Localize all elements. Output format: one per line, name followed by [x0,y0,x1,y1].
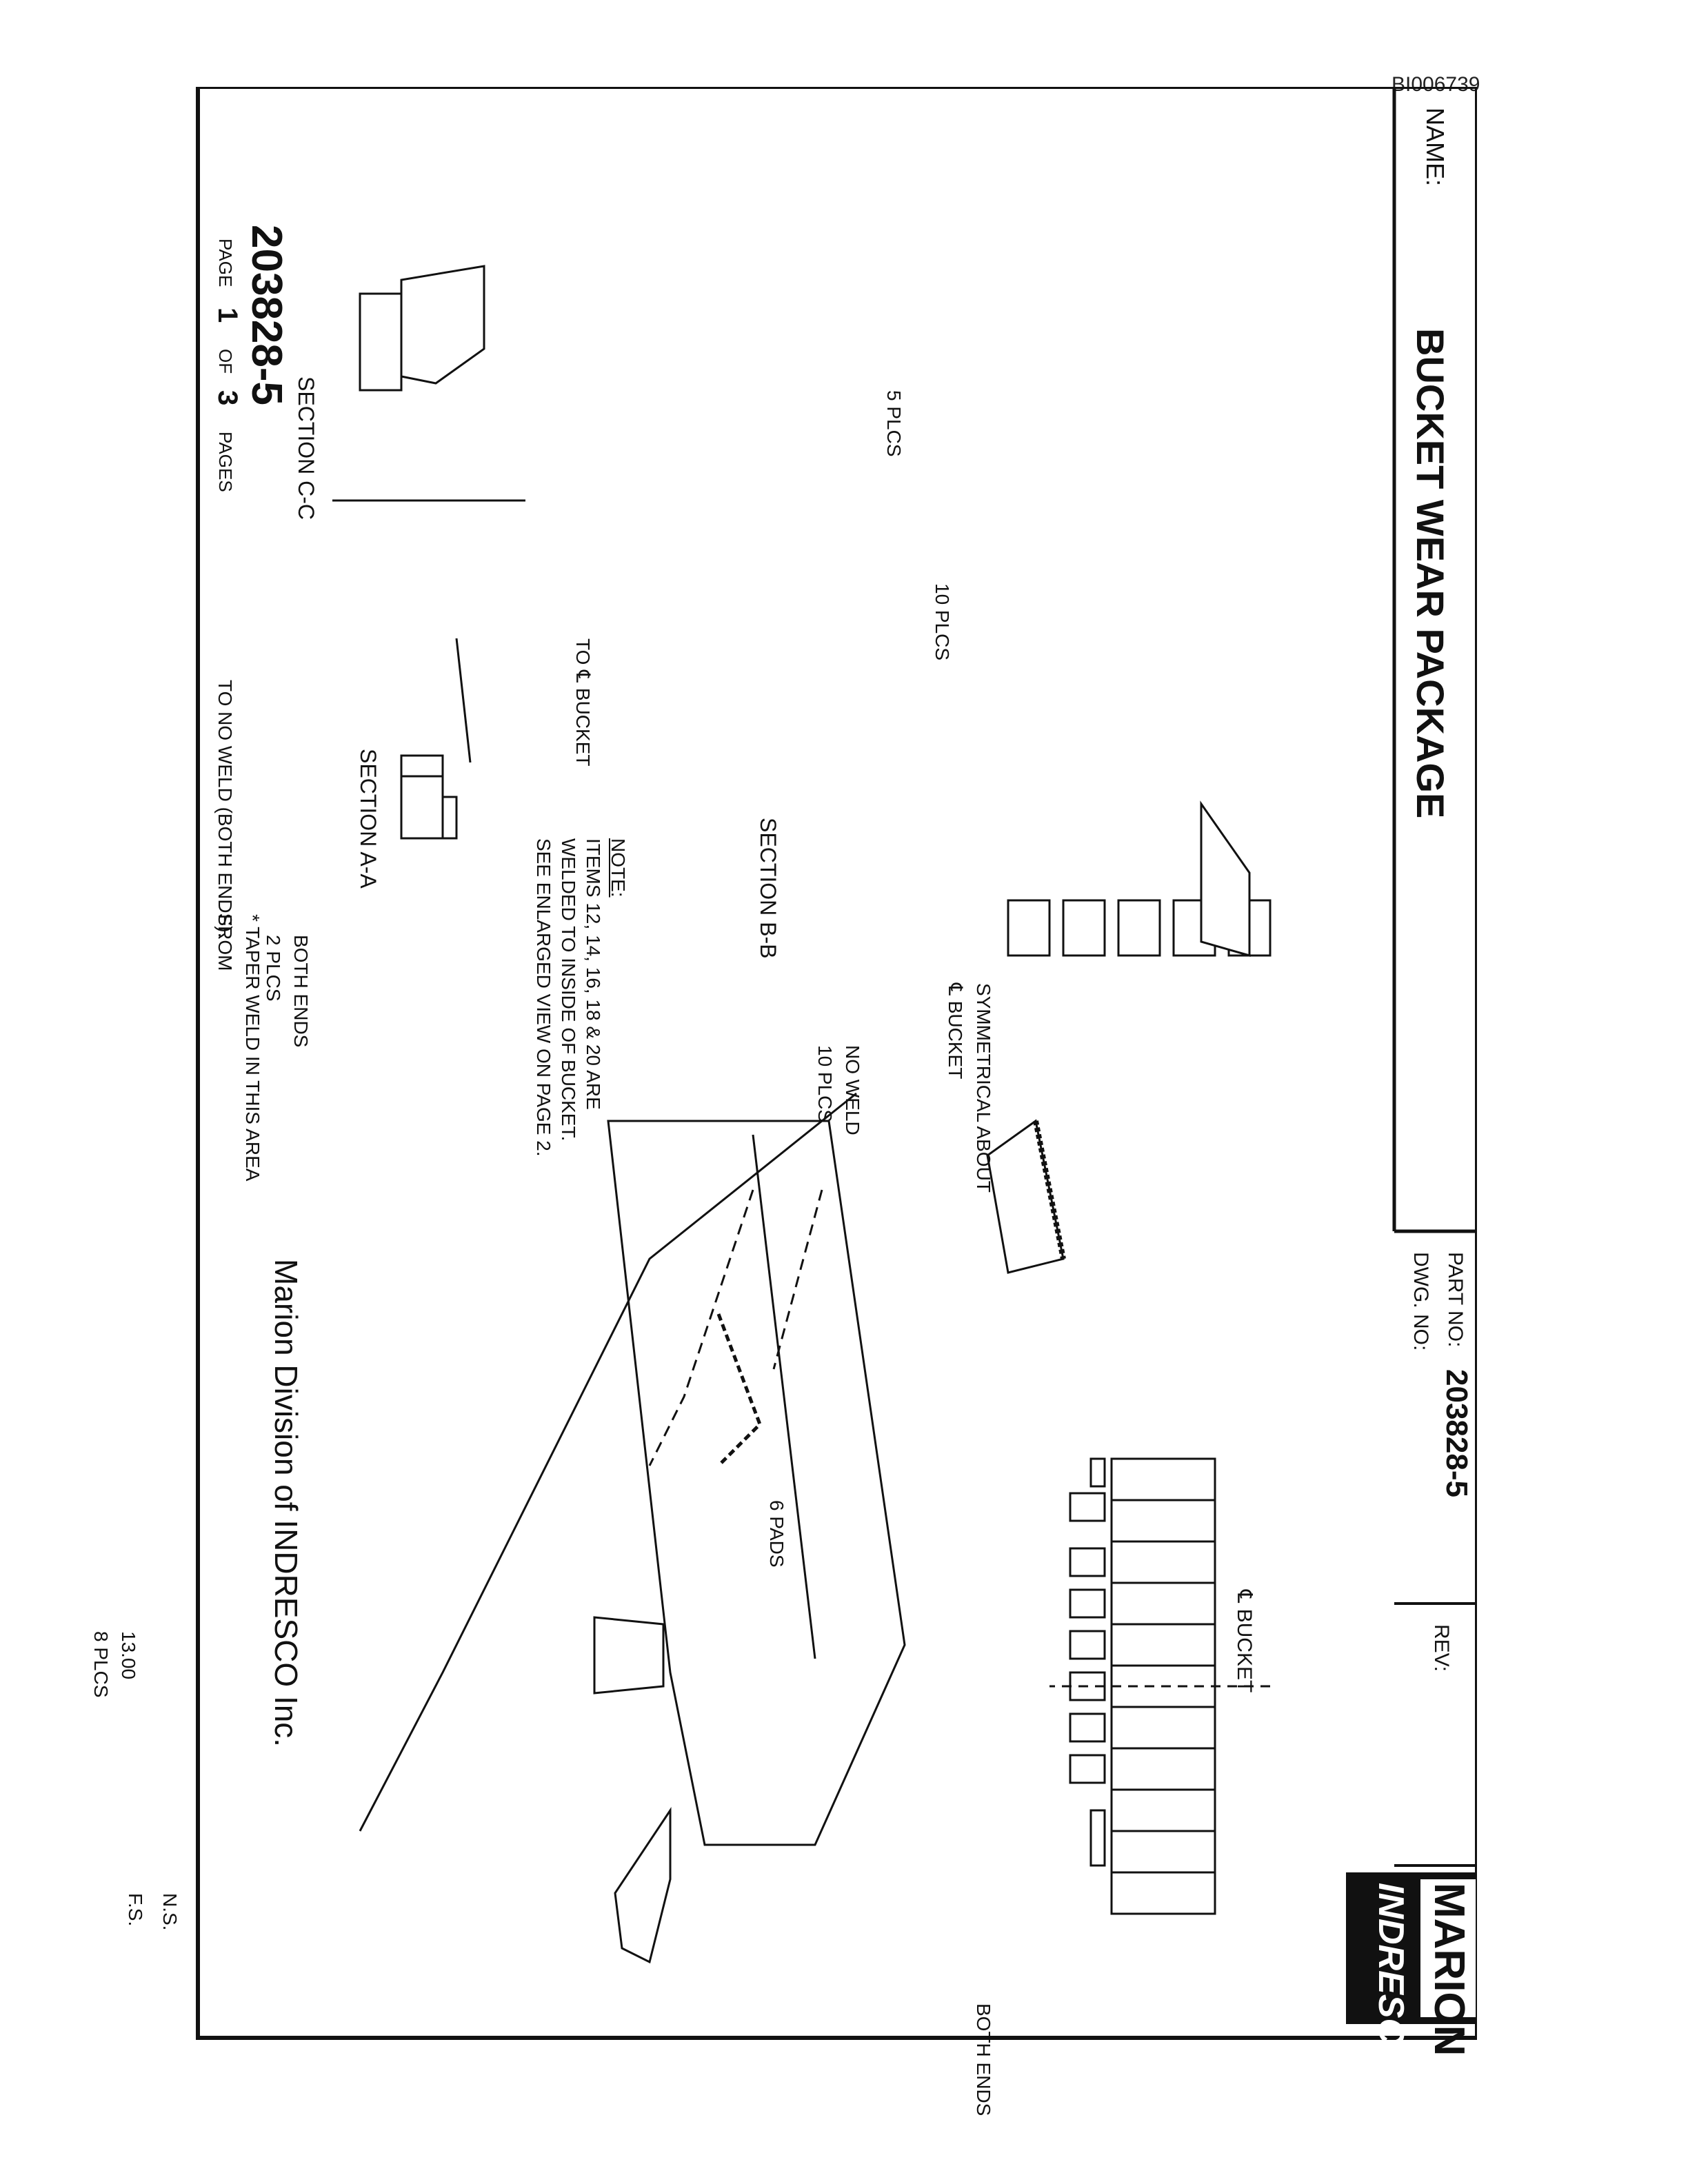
logo-top-panel [1420,1879,1476,2017]
note-line-3: SEE ENLARGED VIEW ON PAGE 2. [533,838,554,1157]
symmetrical-cl-label: ℄ BUCKET [945,983,966,1080]
both-ends-label: BOTH ENDS [973,2003,994,2116]
section-aa-label: SECTION A-A [356,749,381,889]
drawing-sheet: NAME: BUCKET WEAR PACKAGE PART NO: 20382… [90,87,1477,2116]
note-heading: NOTE: [607,838,629,898]
note-line-2: WELDED TO INSIDE OF BUCKET. [558,838,579,1142]
cl-bucket-label: ℄ BUCKET [1233,1590,1256,1693]
logo-indresco: INDRESCO [1371,1883,1411,2072]
company-name: Marion Division of INDRESCO Inc. [268,1259,304,1748]
section-cc-view [332,265,525,502]
page-of: OF [215,349,236,374]
page-total: 3 [212,390,243,406]
rev-label: REV: [1430,1624,1453,1672]
dim-13-label: 13.00 [118,1631,139,1680]
ns-label: N.S. [159,1893,181,1931]
section-bb-view [986,800,1272,1274]
six-pads-label: 6 PADS [766,1500,787,1568]
bucket-side-view [359,1092,906,1964]
section-bb-label: SECTION B-B [756,818,781,959]
pages-label: PAGES [215,432,236,492]
taper-note-line-1: * TAPER WELD IN THIS AREA [242,914,263,1182]
section-cc-label: SECTION C-C [294,376,319,520]
drawing-canvas [196,87,1477,2040]
drawing-name: BUCKET WEAR PACKAGE [1409,328,1452,819]
five-plcs-label: 5 PLCS [883,390,905,457]
drawing-number: 203828-5 [243,225,290,406]
part-number: 203828-5 [1440,1369,1474,1497]
note-line-1: ITEMS 12, 14, 16, 18 & 20 ARE [583,838,604,1110]
page-number: 1 [212,307,243,323]
lip-pads-view [1049,1457,1270,1915]
part-number-label: PART NO: [1444,1252,1467,1348]
logo-marion: MARION [1425,1883,1473,2056]
document-id-stamp: BI006739 [1391,73,1480,96]
to-cl-bucket-label: TO ℄ BUCKET [572,638,594,767]
both-ends-2-label: BOTH ENDS [290,935,312,1048]
sheet-border [196,87,1477,2040]
symmetrical-label: SYMMETRICAL ABOUT [973,983,994,1193]
no-weld-qty-label: 10 PLCS [814,1045,836,1123]
dwg-number-label: DWG. NO: [1409,1252,1432,1351]
no-weld-label: NO WELD [842,1045,863,1135]
eight-plcs-label: 8 PLCS [90,1631,112,1698]
two-plcs-label: 2 PLCS [263,935,284,1002]
section-aa-view [400,638,472,840]
name-label: NAME: [1421,108,1449,187]
fs-label: F.S. [125,1893,146,1927]
ten-plcs-label: 10 PLCS [932,583,953,661]
taper-note-line-3: TO NO WELD (BOTH ENDS). [214,680,236,938]
page-label: PAGE [215,239,236,287]
